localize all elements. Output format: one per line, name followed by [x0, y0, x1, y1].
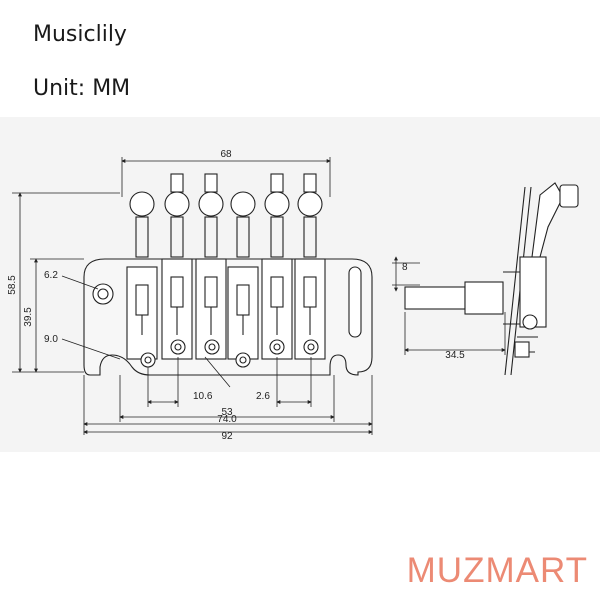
dim-74: 74.0	[217, 414, 237, 425]
dim-2-6: 2.6	[256, 391, 270, 402]
dim-92: 92	[221, 431, 233, 442]
dim-9-0: 9.0	[44, 334, 58, 345]
watermark: MUZMART	[406, 551, 588, 590]
tremolo-bridge-drawing: 68 58.5 39.5 6.2 9.0 10.6 2.6 53 74.0 92…	[7, 149, 579, 442]
side-view	[404, 182, 579, 376]
dim-6-2: 6.2	[44, 270, 58, 281]
dim-68: 68	[220, 149, 232, 160]
saddle-screws	[140, 339, 319, 368]
dim-53: 53	[221, 407, 233, 418]
dim-10-6: 10.6	[193, 391, 213, 402]
dim-39-5: 39.5	[23, 307, 34, 327]
brand-title: Musiclily	[33, 22, 127, 47]
mount-slot-right	[348, 266, 362, 338]
unit-label: Unit: MM	[33, 76, 131, 101]
dim-34-5: 34.5	[445, 350, 465, 361]
fine-tuner-screws	[135, 216, 317, 258]
dim-58-5: 58.5	[7, 275, 18, 295]
dim-8: 8	[402, 262, 408, 273]
saddles	[126, 258, 326, 360]
fine-tuner-knobs	[129, 173, 323, 217]
